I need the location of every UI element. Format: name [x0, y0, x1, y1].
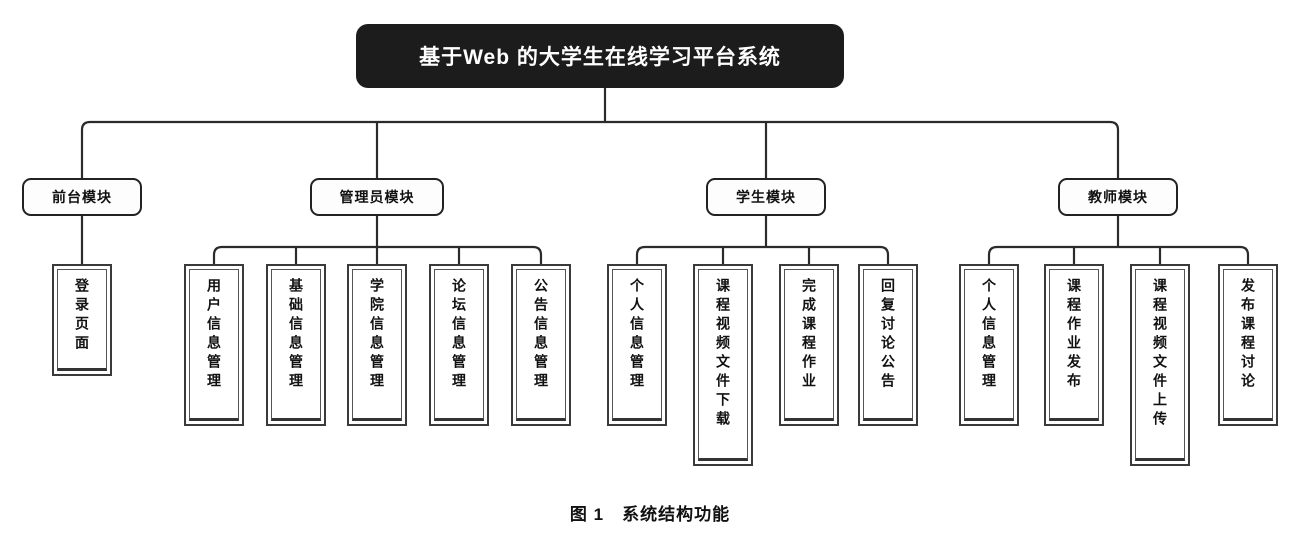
leaf-node-reply-discussion-announcement: 回复讨论公告: [858, 264, 918, 426]
leaf-label-college-info-management: 学院信息管理: [369, 278, 385, 392]
module-label-admin: 管理员模块: [339, 189, 415, 205]
leaf-label-course-video-upload: 课程视频文件上传: [1152, 278, 1168, 430]
leaf-node-complete-course-assignment: 完成课程作业: [779, 264, 839, 426]
group2-bus: [212, 245, 543, 264]
leaf-node-college-info-management: 学院信息管理: [347, 264, 407, 426]
leaf-frame: 论坛信息管理: [434, 269, 484, 421]
leaf-label-publish-course-discussion: 发布课程讨论: [1240, 278, 1256, 392]
module-node-student: 学生模块: [706, 178, 826, 216]
leaf-node-user-info-management: 用户信息管理: [184, 264, 244, 426]
leaf-node-teacher-personal-info-management: 个人信息管理: [959, 264, 1019, 426]
leaf-label-user-info-management: 用户信息管理: [206, 278, 222, 392]
leaf-node-forum-info-management: 论坛信息管理: [429, 264, 489, 426]
leaf-node-basic-info-management: 基础信息管理: [266, 264, 326, 426]
leaf-label-course-video-download: 课程视频文件下载: [715, 278, 731, 430]
leaf-frame: 公告信息管理: [516, 269, 566, 421]
leaf-label-student-personal-info-management: 个人信息管理: [629, 278, 645, 392]
leaf-frame: 学院信息管理: [352, 269, 402, 421]
leaf-node-course-video-upload: 课程视频文件上传: [1130, 264, 1190, 466]
leaf-node-student-personal-info-management: 个人信息管理: [607, 264, 667, 426]
leaf-frame: 个人信息管理: [964, 269, 1014, 421]
leaf-frame: 课程作业发布: [1049, 269, 1099, 421]
leaf-frame: 基础信息管理: [271, 269, 321, 421]
root-node-system: 基于Web 的大学生在线学习平台系统: [356, 24, 844, 88]
root-node-label: 基于Web 的大学生在线学习平台系统: [419, 46, 781, 69]
leaf-label-basic-info-management: 基础信息管理: [288, 278, 304, 392]
leaf-label-login-page: 登录页面: [74, 278, 90, 354]
leaf-frame: 课程视频文件下载: [698, 269, 748, 461]
module-node-frontend: 前台模块: [22, 178, 142, 216]
leaf-node-publish-course-discussion: 发布课程讨论: [1218, 264, 1278, 426]
leaf-frame: 课程视频文件上传: [1135, 269, 1185, 461]
leaf-node-login-page: 登录页面: [52, 264, 112, 376]
leaf-label-complete-course-assignment: 完成课程作业: [801, 278, 817, 392]
leaf-label-announcement-info-management: 公告信息管理: [533, 278, 549, 392]
module-label-frontend: 前台模块: [52, 189, 112, 205]
leaf-label-teacher-personal-info-management: 个人信息管理: [981, 278, 997, 392]
figure-caption: 图 1 系统结构功能: [569, 505, 731, 524]
module-label-student: 学生模块: [736, 189, 796, 205]
leaf-frame: 回复讨论公告: [863, 269, 913, 421]
leaf-frame: 完成课程作业: [784, 269, 834, 421]
group4-bus: [987, 245, 1250, 264]
module-node-teacher: 教师模块: [1058, 178, 1178, 216]
leaf-frame: 个人信息管理: [612, 269, 662, 421]
leaf-frame: 发布课程讨论: [1223, 269, 1273, 421]
leaf-node-course-video-download: 课程视频文件下载: [693, 264, 753, 466]
main-bus: [80, 120, 1120, 178]
group3-bus: [635, 245, 890, 264]
leaf-label-course-assignment-publish: 课程作业发布: [1066, 278, 1082, 392]
leaf-node-course-assignment-publish: 课程作业发布: [1044, 264, 1104, 426]
module-node-admin: 管理员模块: [310, 178, 444, 216]
leaf-node-announcement-info-management: 公告信息管理: [511, 264, 571, 426]
leaf-label-reply-discussion-announcement: 回复讨论公告: [880, 278, 896, 392]
leaf-frame: 用户信息管理: [189, 269, 239, 421]
leaf-frame: 登录页面: [57, 269, 107, 371]
leaf-label-forum-info-management: 论坛信息管理: [451, 278, 467, 392]
module-label-teacher: 教师模块: [1088, 189, 1148, 205]
